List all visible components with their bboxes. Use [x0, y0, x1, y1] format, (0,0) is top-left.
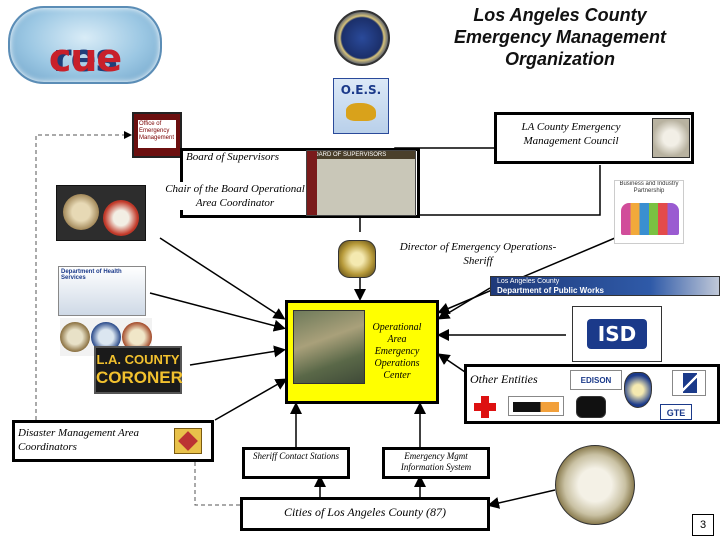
rescue-logo-part1: res	[52, 36, 118, 80]
isd-logo-text: ISD	[587, 319, 647, 349]
board-of-supervisors-label: Board of Supervisors	[186, 151, 280, 163]
business-partnership-logo: Business and Industry Partnership	[614, 180, 684, 244]
page-number-box: 3	[692, 514, 714, 536]
page-number: 3	[699, 519, 707, 531]
link-dpw-eoc	[437, 287, 491, 320]
lightning-icon	[683, 373, 697, 393]
fire-seal-icon	[103, 200, 139, 236]
area-map-icon	[174, 428, 202, 454]
business-partnership-text: Business and Industry Partnership	[619, 181, 679, 194]
coroner-line1: L.A. COUNTY	[96, 352, 180, 367]
eoc-label: Operational Area Emergency Operations Ce…	[372, 322, 422, 381]
title-line2: Emergency Management	[453, 27, 667, 47]
dashed-link-oem	[35, 131, 132, 420]
link-chair-eoc	[159, 237, 286, 320]
link-laseal-cities	[487, 489, 556, 509]
cities-box	[240, 497, 490, 531]
coroner-logo: L.A. COUNTY CORONER	[94, 346, 183, 394]
oes-logo-text: O.E.S.	[340, 83, 382, 97]
gte-logo: GTE	[660, 404, 692, 420]
gte-logo-text: GTE	[666, 408, 686, 418]
title-line1: Los Angeles County	[473, 5, 647, 25]
badge-icon	[624, 372, 652, 408]
mta-logo	[508, 396, 564, 416]
dhs-logo-text: Department of Health Services	[61, 269, 122, 281]
board-roster-header: BOARD OF SUPERVISORS	[307, 151, 415, 159]
dpw-banner: Los Angeles County Department of Public …	[490, 276, 720, 296]
link-coroner-eoc	[189, 345, 286, 366]
page-title: Los Angeles County Emergency Management …	[395, 4, 720, 70]
other-entities-label: Other Entities	[470, 372, 538, 386]
utility-logo	[672, 370, 706, 396]
emergency-vehicle-icon	[576, 396, 606, 418]
fema-seal-icon	[334, 10, 390, 66]
la-council-label: LA County Emergency Management Council	[521, 121, 621, 147]
seal-icon-1	[60, 322, 90, 352]
edison-logo: EDISON	[570, 370, 622, 390]
eoc-aerial-photo	[293, 310, 365, 384]
coroner-line2: CORONER	[96, 368, 183, 387]
emis-box	[382, 447, 490, 479]
la-council-seal	[652, 118, 690, 158]
board-roster-image: BOARD OF SUPERVISORS	[306, 150, 416, 216]
rescue-logo-part2: cue	[48, 36, 122, 80]
director-label: Director of Emergency Operations- Sherif…	[399, 241, 557, 267]
cities-label: Cities of Los Angeles County (87)	[283, 505, 447, 519]
disaster-management-label: Disaster Management Area Coordinators	[18, 427, 139, 453]
sheriff-contact-box	[242, 447, 350, 479]
county-strip	[307, 151, 317, 215]
edison-logo-text: EDISON	[580, 376, 612, 385]
la-city-seal	[555, 445, 635, 525]
dashed-link-cities	[191, 440, 240, 506]
chair-label: Chair of the Board Operational Area Coor…	[160, 182, 310, 210]
oes-logo: O.E.S.	[333, 78, 389, 134]
county-fire-seals	[56, 185, 146, 241]
emis-label: Emergency Mgmt Information System	[400, 451, 472, 472]
dhs-logo: Department of Health Services	[58, 266, 146, 316]
oem-logo-text: Office of Emergency Management	[138, 120, 176, 148]
red-cross-icon	[474, 396, 496, 418]
sheriff-star-icon	[338, 240, 376, 278]
bear-icon	[346, 103, 376, 121]
title-line3: Organization	[504, 49, 615, 69]
link-dhs-eoc	[149, 292, 286, 332]
sheriff-contact-label: Sheriff Contact Stations	[252, 451, 339, 461]
oem-logo: Office of Emergency Management	[132, 112, 182, 158]
disaster-management-box	[12, 420, 214, 462]
dpw-line1: Los Angeles County	[497, 278, 560, 285]
people-icon	[621, 203, 679, 235]
link-disaster-eoc	[214, 378, 288, 421]
county-seal-icon	[63, 194, 99, 230]
dpw-line2: Department of Public Works	[497, 286, 604, 295]
link-council-director	[395, 165, 601, 216]
isd-logo: ISD	[572, 306, 662, 362]
link-other-eoc	[437, 353, 466, 373]
